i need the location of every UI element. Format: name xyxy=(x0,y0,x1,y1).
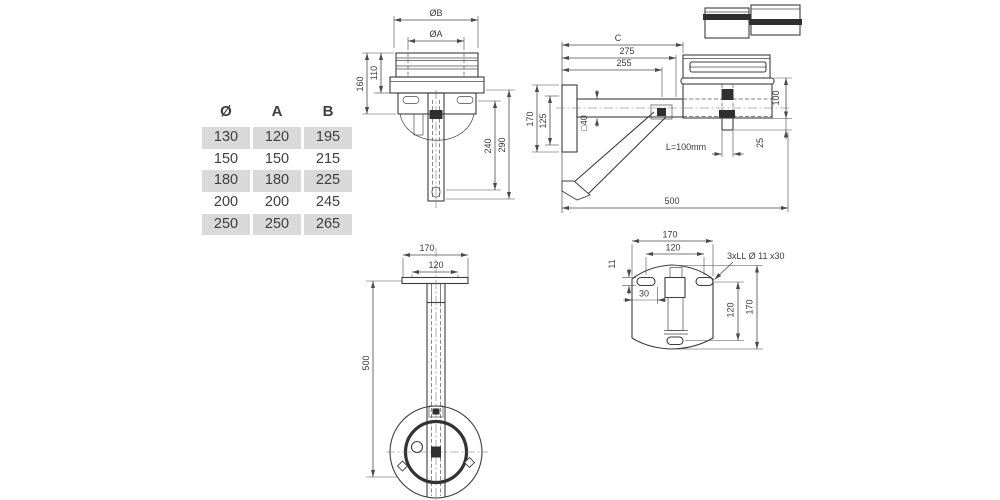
dim-label-dia-b: ØB xyxy=(429,8,442,18)
table-cell: 120 xyxy=(253,127,301,149)
slide-tab xyxy=(721,117,734,131)
dim-label-170-plate-w: 170 xyxy=(662,230,677,240)
dim-label-25: 25 xyxy=(755,138,765,148)
support-arm-front xyxy=(427,92,445,202)
plate-outline xyxy=(631,264,714,350)
dim-label-170-side: 170 xyxy=(525,111,535,126)
dim-label-170-bottom: 170 xyxy=(419,243,434,253)
table-cell: 130 xyxy=(202,127,250,149)
table-cell: 200 xyxy=(213,194,239,211)
size-table: Ø A B 130 120 195 150 150 215 180 180 22… xyxy=(202,100,352,236)
clamp-bolt-side xyxy=(721,89,734,100)
wall-plate-top-view xyxy=(401,276,469,285)
dim-label-120-plate-h: 120 xyxy=(726,302,736,317)
dim-label-125: 125 xyxy=(538,113,548,128)
plate-bottom-curve xyxy=(399,113,475,141)
front-view: ØB ØA 240 290 xyxy=(355,8,515,208)
bottom-view: 170 120 500 xyxy=(361,243,488,500)
table-cell: 195 xyxy=(304,127,352,149)
dim-label-240: 240 xyxy=(483,138,493,153)
dim-label-500-side: 500 xyxy=(664,196,679,206)
ring-notch-left xyxy=(396,460,409,472)
table-header-diameter: Ø xyxy=(220,103,232,120)
holes-callout-label: 3xLL Ø 11 x30 xyxy=(727,251,785,261)
slot-hole-left xyxy=(402,96,420,104)
table-header-a: A xyxy=(271,103,283,120)
dim-label-160: 160 xyxy=(355,76,365,91)
slot-hole-right xyxy=(456,96,474,104)
plate-slot-left xyxy=(636,276,656,287)
dim-label-square40: □40 xyxy=(579,115,589,130)
dim-label-100: 100 xyxy=(771,90,781,105)
clamp-band-front xyxy=(389,76,485,94)
dim-label-120-plate-w: 120 xyxy=(665,243,680,253)
arm-slot-hole xyxy=(431,186,441,198)
dim-label-255: 255 xyxy=(616,58,631,68)
table-cell: 150 xyxy=(264,150,290,167)
table-cell: 250 xyxy=(253,213,301,236)
socket-band-right xyxy=(749,19,802,25)
dim-label-290: 290 xyxy=(497,137,507,152)
dim-label-170-plate-h: 170 xyxy=(745,299,755,314)
plate-slot-right xyxy=(695,276,714,287)
table-cell: 265 xyxy=(304,213,352,236)
table-cell: 180 xyxy=(253,170,301,193)
table-cell: 150 xyxy=(213,150,239,167)
table-cell: 245 xyxy=(315,194,341,211)
hanging-tab xyxy=(413,113,424,136)
wall-plate-side xyxy=(561,84,578,153)
socket-band-left xyxy=(703,14,751,20)
table-cell: 215 xyxy=(315,150,341,167)
table-cell: 180 xyxy=(202,170,250,193)
dim-label-dia-a: ØA xyxy=(429,29,442,39)
clamp-bolt-front xyxy=(429,110,443,119)
table-cell: 225 xyxy=(304,170,352,193)
brace-bracket xyxy=(650,104,673,120)
pipe-sockets-detail xyxy=(703,4,802,39)
side-view: C 275 255 170 125 □40 xyxy=(525,33,792,213)
table-cell: 200 xyxy=(264,194,290,211)
holes-callout-leader xyxy=(714,261,734,280)
diagonal-brace xyxy=(572,111,655,184)
dim-label-275: 275 xyxy=(619,46,634,56)
ring-hole xyxy=(410,440,424,454)
dim-label-l100: L=100mm xyxy=(666,142,706,152)
table-header-b: B xyxy=(322,103,334,120)
socket-piece-left xyxy=(704,7,750,39)
ring-notch-right xyxy=(463,456,476,469)
brace-bolt xyxy=(657,108,666,116)
dim-label-c: C xyxy=(615,33,622,43)
clamp-flange xyxy=(680,77,775,85)
plate-detail-view: 170 120 11 30 3xLL Ø 11 x30 120 170 xyxy=(607,230,785,350)
dim-label-110: 110 xyxy=(369,66,379,80)
dim-label-500-bottom: 500 xyxy=(361,355,371,370)
table-cell: 250 xyxy=(202,213,250,236)
dim-label-11: 11 xyxy=(607,259,617,268)
clamp-nut-side xyxy=(719,110,735,118)
dim-label-30: 30 xyxy=(639,289,649,299)
plate-slot-bottom xyxy=(666,336,684,346)
center-bolt xyxy=(431,446,441,458)
plate-strip-block xyxy=(664,276,686,299)
brace-foot xyxy=(561,180,591,201)
